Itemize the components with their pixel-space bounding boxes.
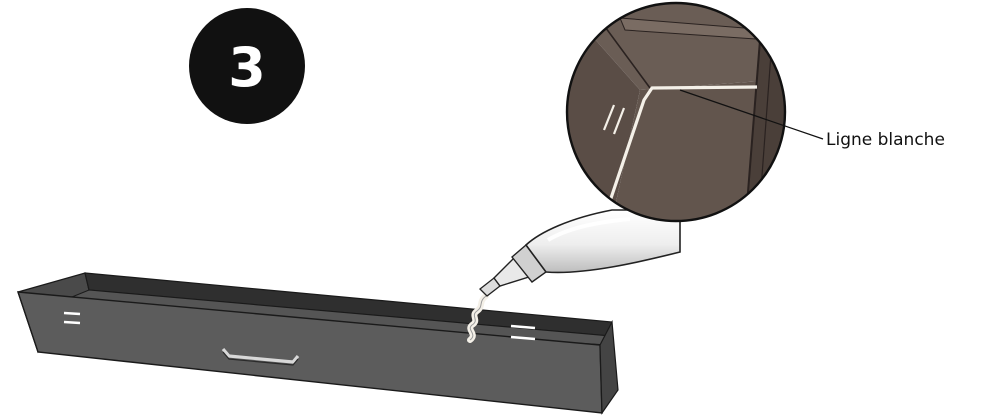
drawer-handle-shadow (222, 351, 299, 366)
inset-slot-mark (612, 107, 626, 135)
paint-marker-icon (479, 209, 681, 297)
detail-inset (565, 1, 787, 223)
inset-left-wall (567, 3, 640, 221)
inset-floor (610, 80, 775, 221)
inset-border (565, 1, 787, 223)
drawer-handle (221, 347, 300, 364)
inset-corner-edge (599, 19, 651, 89)
slot-mark (63, 320, 81, 325)
marker-body-highlight (546, 217, 631, 242)
drawer-right-end (599, 319, 619, 415)
inset-back-wall (567, 3, 785, 90)
white-line-marker (605, 85, 758, 211)
slot-mark (510, 324, 536, 330)
callout: Ligne blanche (679, 89, 945, 150)
callout-label: Ligne blanche (826, 130, 945, 150)
callout-leader (679, 89, 824, 140)
drawer-tray (16, 272, 619, 415)
step-number: 3 (228, 36, 266, 99)
paint-squiggle-edge (469, 295, 487, 341)
inset-slot-mark (602, 104, 616, 131)
step-badge-circle (189, 8, 305, 124)
step-badge: 3 (189, 8, 305, 124)
slot-mark (63, 311, 81, 316)
marker-body (524, 209, 681, 274)
slot-mark (510, 335, 536, 341)
